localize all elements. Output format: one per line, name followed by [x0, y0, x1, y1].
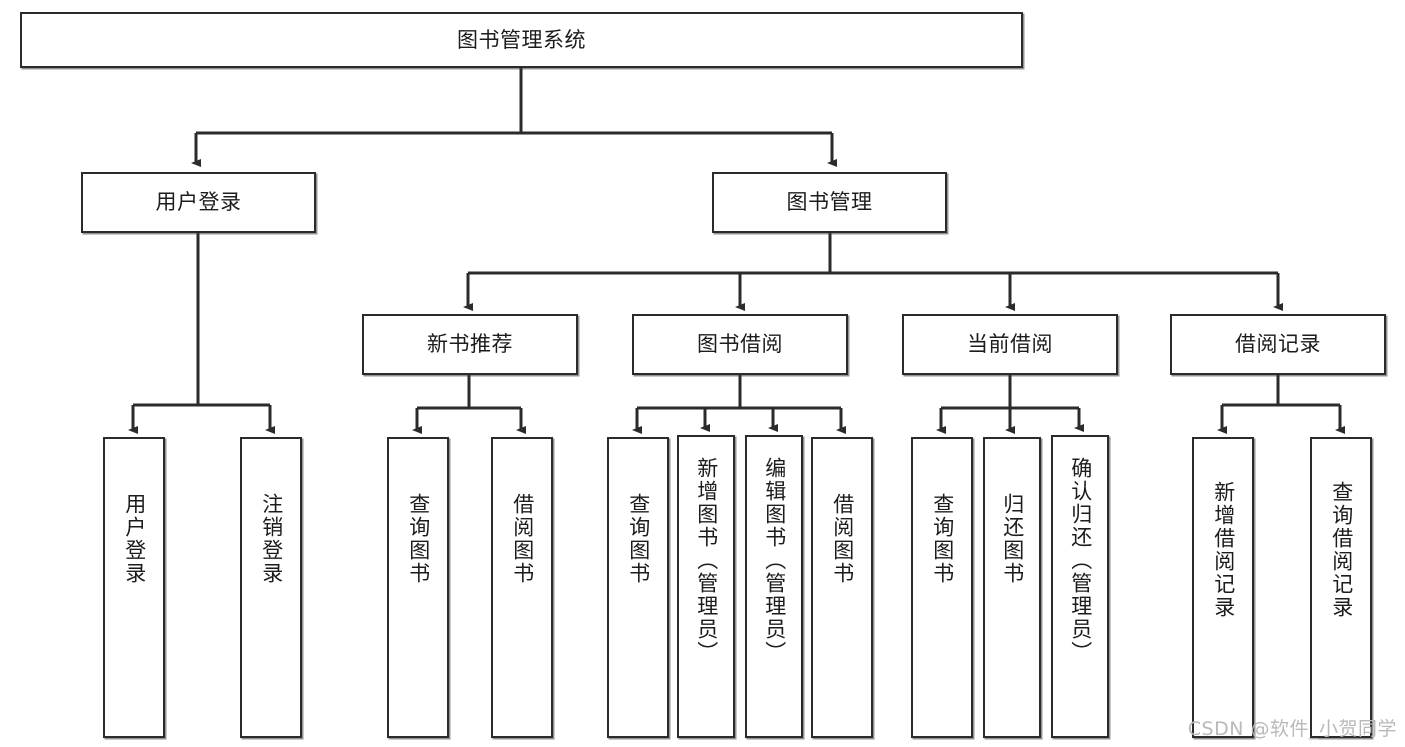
leaf-confirm-return-admin[interactable]: 确认归还（管理员） [1051, 435, 1109, 738]
leaf-return-book[interactable]: 归还图书 [983, 437, 1041, 738]
leaf-borrow-book[interactable]: 借阅图书 [811, 437, 873, 738]
leaf-logout[interactable]: 注销登录 [240, 437, 302, 738]
leaf-query-borrow-record[interactable]: 查询借阅记录 [1310, 437, 1372, 738]
leaf-add-borrow-record-label: 新增借阅记录 [1211, 481, 1236, 619]
watermark-text: CSDN @软件_小贺同学 [1187, 718, 1397, 740]
leaf-borrow-book-recommend[interactable]: 借阅图书 [491, 437, 553, 738]
leaf-edit-book-admin[interactable]: 编辑图书（管理员） [745, 435, 803, 738]
node-current-borrow[interactable]: 当前借阅 [902, 314, 1118, 375]
leaf-edit-book-admin-label: 编辑图书（管理员） [762, 457, 787, 664]
leaf-add-book-admin[interactable]: 新增图书（管理员） [677, 435, 735, 738]
leaf-query-book-borrow[interactable]: 查询图书 [607, 437, 669, 738]
leaf-query-book-recommend-label: 查询图书 [406, 493, 431, 585]
node-borrow-record-label: 借阅记录 [1235, 332, 1321, 357]
leaf-query-book-borrow-label: 查询图书 [626, 493, 651, 585]
leaf-user-login[interactable]: 用户登录 [103, 437, 165, 738]
leaf-logout-label: 注销登录 [259, 493, 284, 585]
node-root[interactable]: 图书管理系统 [20, 12, 1023, 68]
node-current-borrow-label: 当前借阅 [967, 332, 1053, 357]
leaf-query-borrow-record-label: 查询借阅记录 [1329, 481, 1354, 619]
node-new-book-recommend[interactable]: 新书推荐 [362, 314, 578, 375]
node-user-login-label: 用户登录 [155, 190, 242, 215]
leaf-add-borrow-record[interactable]: 新增借阅记录 [1192, 437, 1254, 738]
leaf-query-book-current[interactable]: 查询图书 [911, 437, 973, 738]
leaf-return-book-label: 归还图书 [1000, 493, 1025, 585]
node-new-book-recommend-label: 新书推荐 [427, 332, 513, 357]
node-user-login[interactable]: 用户登录 [81, 172, 316, 233]
node-book-management[interactable]: 图书管理 [712, 172, 947, 233]
node-book-borrow[interactable]: 图书借阅 [632, 314, 848, 375]
leaf-user-login-label: 用户登录 [122, 493, 147, 585]
leaf-borrow-book-recommend-label: 借阅图书 [510, 493, 535, 585]
node-book-management-label: 图书管理 [786, 190, 873, 215]
leaf-confirm-return-admin-label: 确认归还（管理员） [1068, 457, 1093, 664]
node-book-borrow-label: 图书借阅 [697, 332, 783, 357]
node-borrow-record[interactable]: 借阅记录 [1170, 314, 1386, 375]
node-root-label: 图书管理系统 [457, 27, 586, 52]
leaf-query-book-current-label: 查询图书 [930, 493, 955, 585]
leaf-query-book-recommend[interactable]: 查询图书 [387, 437, 449, 738]
leaf-add-book-admin-label: 新增图书（管理员） [694, 457, 719, 664]
leaf-borrow-book-label: 借阅图书 [830, 493, 855, 585]
